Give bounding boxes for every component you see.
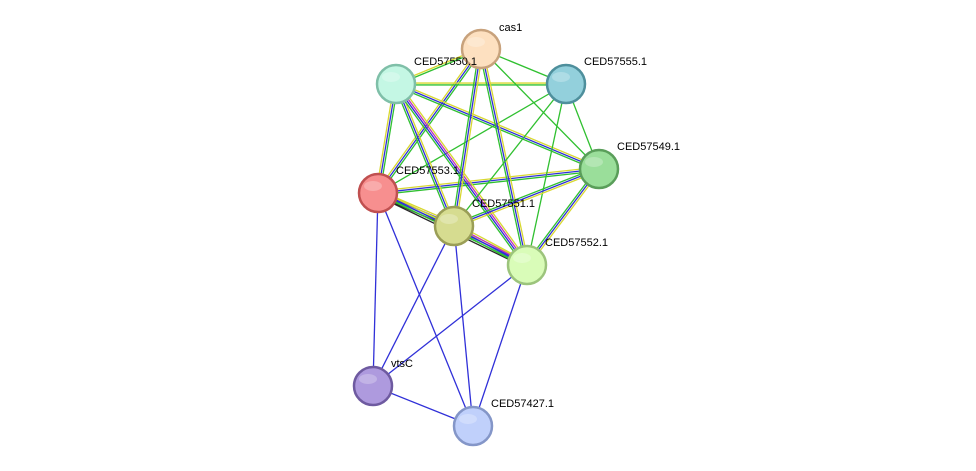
edge-evidence-line [480, 48, 600, 170]
edge-cas1-ced57551-1 [451, 48, 484, 227]
edge-ced57553-1-ced57555-1 [377, 83, 567, 194]
node-ced57551-1[interactable]: CED57551.1 [433, 198, 535, 247]
node-circle[interactable] [460, 28, 502, 70]
edge-ced57551-1-ced57427-1 [453, 225, 474, 427]
node-label: CED57553.1 [396, 165, 459, 177]
edge-ced57553-1-cas1 [375, 47, 484, 195]
node-circle[interactable] [506, 244, 548, 286]
node-ced57549-1[interactable]: CED57549.1 [578, 141, 680, 190]
edge-evidence-line [379, 49, 484, 195]
edge-evidence-line [395, 85, 599, 172]
edge-evidence-line [453, 48, 482, 227]
edge-evidence-line [372, 225, 455, 387]
edge-evidence-line [453, 83, 567, 227]
node-label: CED57551.1 [472, 198, 535, 210]
edge-ced57550-1-ced57555-1 [396, 82, 566, 86]
node-highlight [585, 157, 603, 167]
node-label: vtsC [391, 358, 413, 370]
node-circle[interactable] [352, 365, 394, 407]
edge-ced57549-1-ced57551-1 [453, 166, 600, 229]
edge-cas1-ced57549-1 [480, 48, 600, 170]
node-label: CED57552.1 [545, 237, 608, 249]
edge-evidence-line [375, 47, 480, 193]
node-ced57427-1[interactable]: CED57427.1 [452, 398, 554, 447]
edge-evidence-line [480, 48, 528, 266]
node-ced57553-1[interactable]: CED57553.1 [357, 165, 459, 214]
edge-evidence-line [453, 225, 474, 427]
node-highlight [552, 72, 570, 82]
edge-evidence-line [394, 84, 527, 266]
node-circle[interactable] [357, 172, 399, 214]
edge-evidence-line [478, 49, 526, 266]
node-label: cas1 [499, 22, 522, 34]
edge-ced57555-1-ced57551-1 [453, 83, 567, 227]
edge-evidence-line [377, 168, 600, 194]
node-circle[interactable] [578, 148, 620, 190]
edge-evidence-line [397, 83, 457, 226]
edge-evidence-line [395, 83, 455, 227]
edge-evidence-line [455, 49, 484, 227]
edge-cas1-ced57552-1 [478, 48, 530, 266]
edge-evidence-line [472, 264, 528, 427]
node-cas1[interactable]: cas1 [460, 22, 522, 70]
edge-ced57552-1-ced57427-1 [472, 264, 528, 427]
node-highlight [364, 181, 382, 191]
edge-evidence-line [393, 84, 453, 227]
edge-ced57555-1-ced57552-1 [526, 83, 567, 266]
node-circle[interactable] [375, 63, 417, 105]
node-highlight [459, 414, 477, 424]
edge-evidence-line [377, 192, 474, 427]
node-highlight [382, 72, 400, 82]
node-circle[interactable] [545, 63, 587, 105]
node-highlight [440, 214, 458, 224]
edge-ced57550-1-ced57551-1 [393, 83, 457, 227]
edge-ced57551-1-vtsc [372, 225, 455, 387]
edge-evidence-line [482, 48, 530, 265]
edge-evidence-line [396, 81, 600, 168]
edge-ced57553-1-ced57427-1 [377, 192, 474, 427]
node-label: CED57427.1 [491, 398, 554, 410]
edge-ced57552-1-vtsc [372, 264, 528, 387]
node-ced57555-1[interactable]: CED57555.1 [545, 56, 647, 105]
node-highlight [359, 374, 377, 384]
edge-evidence-line [377, 83, 567, 194]
edge-evidence-line [372, 192, 379, 387]
node-circle[interactable] [452, 405, 494, 447]
edge-evidence-line [454, 170, 600, 229]
edge-evidence-line [377, 48, 482, 194]
node-vtsc[interactable]: vtsC [352, 358, 413, 407]
node-ced57550-1[interactable]: CED57550.1 [375, 56, 477, 105]
node-ced57552-1[interactable]: CED57552.1 [506, 237, 608, 286]
edge-evidence-line [526, 83, 567, 266]
node-label: CED57549.1 [617, 141, 680, 153]
edge-evidence-line [453, 166, 599, 225]
edge-evidence-line [377, 166, 599, 192]
edge-evidence-line [451, 48, 480, 226]
node-label: CED57555.1 [584, 56, 647, 68]
node-circle[interactable] [433, 205, 475, 247]
node-label: CED57550.1 [414, 56, 477, 68]
node-highlight [467, 37, 485, 47]
edge-evidence-line [372, 264, 528, 387]
edge-evidence-line [453, 168, 600, 227]
edge-ced57553-1-vtsc [372, 192, 379, 387]
node-highlight [513, 253, 531, 263]
